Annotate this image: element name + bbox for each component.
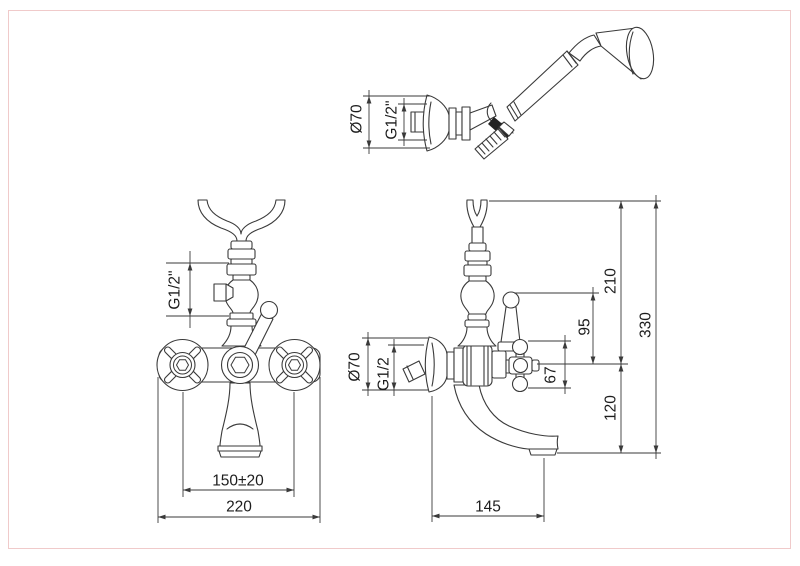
dim-label-lever-height: 95 <box>577 318 594 335</box>
cradle-fork <box>197 199 286 242</box>
side-view: Ø70 G1/2 67 95 210 120 330 145 <box>347 195 661 522</box>
shower-hose <box>474 127 509 160</box>
dim-label-overall-height: 330 <box>638 312 655 338</box>
side-wall-flange <box>424 336 448 393</box>
dim-label-inlet-centers: 150±20 <box>212 473 264 490</box>
dim-label-overall-width: 220 <box>226 499 252 516</box>
side-inlet-thread <box>402 360 426 383</box>
dim-label-handset-thread: G1/2" <box>384 100 401 139</box>
front-view: G1/2" 150±20 220 <box>156 199 321 523</box>
dim-label-flange-diameter: Ø70 <box>347 352 364 382</box>
dim-label-handset-diameter: Ø70 <box>349 104 366 134</box>
front-spout <box>217 382 263 458</box>
side-dimension-lines <box>362 195 661 522</box>
side-spout <box>453 384 559 456</box>
handset-spray-face <box>625 26 655 80</box>
handset-bracket-view: Ø70 G1/2" <box>349 26 655 160</box>
cross-handle-right <box>268 338 321 392</box>
dim-label-spout-reach: 145 <box>475 499 501 516</box>
cross-handle-left <box>156 338 209 392</box>
side-column <box>457 199 497 347</box>
dim-label-front-thread: G1/2" <box>167 270 184 309</box>
diverter-outlet <box>213 283 227 302</box>
dim-label-handle-span: 67 <box>543 366 560 383</box>
dim-label-spout-drop: 120 <box>603 395 620 421</box>
dim-label-side-thread: G1/2 <box>376 357 393 391</box>
side-diverter-lever <box>491 291 521 379</box>
front-dimension-lines <box>157 251 321 523</box>
side-cross-handle <box>505 338 540 393</box>
dim-label-column-height: 210 <box>603 268 620 294</box>
handset-grip <box>506 50 579 122</box>
handset-wall-flange <box>422 94 450 152</box>
bracket-arm <box>469 104 497 131</box>
